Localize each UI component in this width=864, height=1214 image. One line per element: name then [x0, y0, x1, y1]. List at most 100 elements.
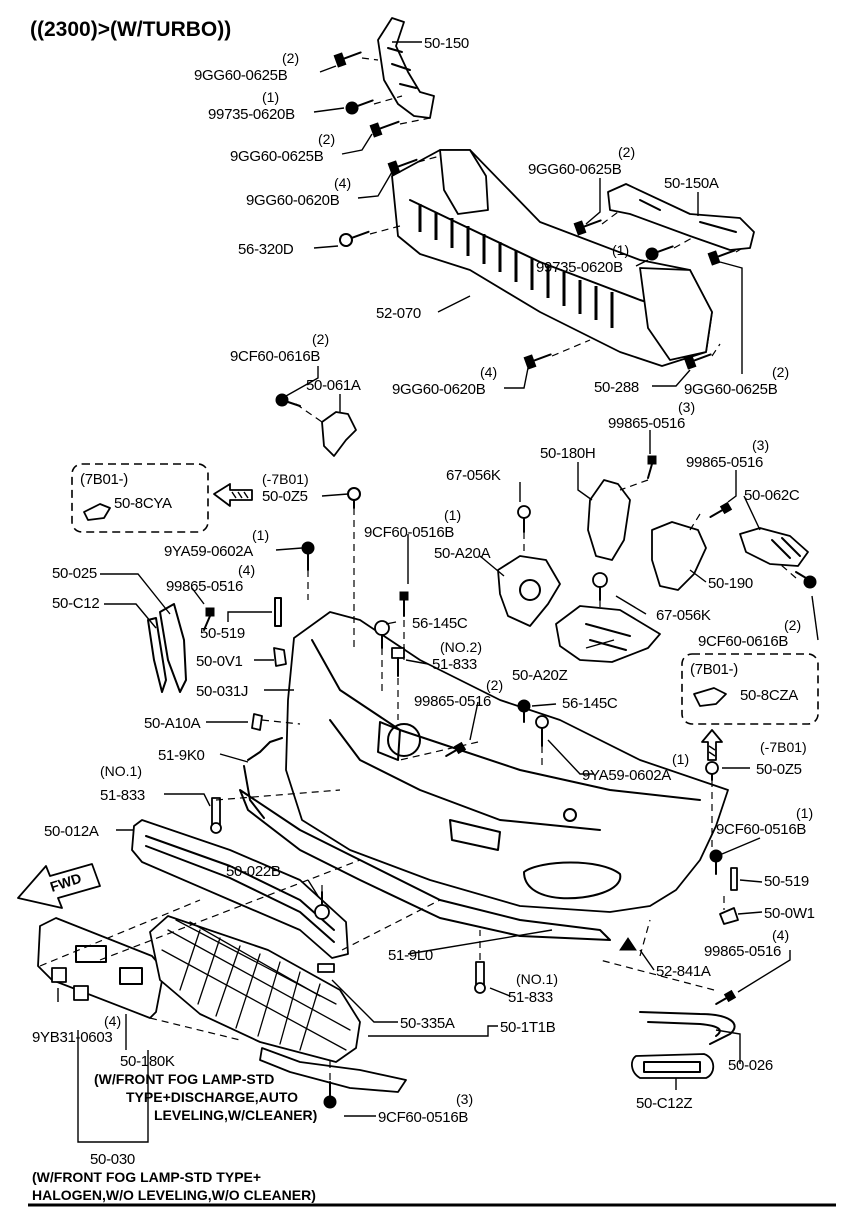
- lower-grille-1t1b-drawing: [149, 915, 407, 1093]
- callout-c59-part[interactable]: 50-180K: [120, 1053, 175, 1070]
- callout-c2-qty: (2): [282, 50, 299, 66]
- callout-c11-qty: (2): [312, 331, 329, 347]
- plate-180k-drawing: [37, 917, 165, 1019]
- callout-c44-part[interactable]: 50-0Z5: [756, 761, 802, 778]
- callout-c33-qty: (2): [784, 617, 801, 633]
- callout-c10-qty: (1): [612, 242, 629, 258]
- hatched-arrow-left-icon: [213, 483, 253, 507]
- callout-c18-part[interactable]: 67-056K: [446, 467, 501, 484]
- callout-c9-part[interactable]: 50-150A: [664, 175, 719, 192]
- callout-c15-qty: (2): [772, 364, 789, 380]
- splash-shield-a20a-drawing: [497, 555, 561, 627]
- callout-c48-part[interactable]: 50-022B: [226, 863, 281, 880]
- callout-c38-part[interactable]: 99865-0516: [414, 693, 491, 710]
- callout-c34-part[interactable]: 50-0V1: [196, 653, 243, 670]
- callout-c58-part[interactable]: 50-026: [728, 1057, 773, 1074]
- callout-c29-part[interactable]: 50-C12: [52, 595, 100, 612]
- bracket-062c-drawing: [739, 527, 809, 567]
- callout-c57-part[interactable]: 9YB31-0603: [32, 1029, 113, 1046]
- note-n2-line2: HALOGEN,W/O LEVELING,W/O CLEANER): [32, 1187, 316, 1203]
- callout-c47-part[interactable]: 9CF60-0516B: [716, 821, 807, 838]
- callout-c38-qty: (2): [486, 677, 503, 693]
- callout-c11-part[interactable]: 9CF60-0616B: [230, 348, 321, 365]
- callout-c45-qty: (NO.1): [100, 763, 142, 779]
- callout-c50-part[interactable]: 50-0W1: [764, 905, 815, 922]
- bezel-026-drawing: [639, 1011, 736, 1045]
- callout-c31-part[interactable]: 56-145C: [412, 615, 468, 632]
- callout-c6-part[interactable]: 56-320D: [238, 241, 294, 258]
- callout-c3-part[interactable]: 99735-0620B: [208, 106, 295, 123]
- callout-c24-part[interactable]: 9YA59-0602A: [164, 543, 254, 560]
- callout-c12-part[interactable]: 50-061A: [306, 377, 361, 394]
- callout-c55-part[interactable]: 50-335A: [400, 1015, 455, 1032]
- callout-c40-part[interactable]: 50-8CZA: [740, 687, 799, 704]
- callout-labels: 50-150 (2) 9GG60-0625B (1) 99735-0620B (…: [32, 35, 815, 1168]
- callout-c19-part[interactable]: 99865-0516: [686, 454, 763, 471]
- callout-c4-qty: (2): [318, 131, 335, 147]
- callout-c14-part[interactable]: 50-288: [594, 379, 639, 396]
- callout-c19-qty: (3): [752, 437, 769, 453]
- callout-c21-box: (7B01-): [80, 471, 128, 488]
- callout-c10-part[interactable]: 99735-0620B: [536, 259, 623, 276]
- callout-c2-part[interactable]: 9GG60-0625B: [194, 67, 288, 84]
- callout-c47-qty: (1): [796, 805, 813, 821]
- callout-c60-part[interactable]: 50-C12Z: [636, 1095, 693, 1112]
- callout-c28-part[interactable]: 99865-0516: [166, 578, 243, 595]
- callout-c13-qty: (4): [480, 364, 497, 380]
- bracket-right-drawing: [607, 183, 755, 251]
- callout-c1-part[interactable]: 50-150: [424, 35, 469, 52]
- callout-c22-part[interactable]: 50-0Z5: [262, 488, 308, 505]
- callout-c16-part[interactable]: 99865-0516: [608, 415, 685, 432]
- callout-c8-part[interactable]: 9GG60-0625B: [528, 161, 622, 178]
- callout-c45-part[interactable]: 51-833: [100, 787, 145, 804]
- callout-c56-part[interactable]: 50-1T1B: [500, 1019, 556, 1036]
- callout-c26-part[interactable]: 50-190: [708, 575, 753, 592]
- callout-c30-part[interactable]: 50-519: [200, 625, 245, 642]
- callout-c51-part[interactable]: 99865-0516: [704, 943, 781, 960]
- callout-c62-part[interactable]: 50-030: [90, 1151, 135, 1168]
- callout-c44-qty: (-7B01): [760, 739, 807, 755]
- note-n1-line1: (W/FRONT FOG LAMP-STD: [94, 1071, 274, 1087]
- inset-box-8cza: [681, 653, 819, 725]
- leader-lines: [57, 41, 819, 1143]
- callout-c27-part[interactable]: 50-025: [52, 565, 97, 582]
- callout-c4-part[interactable]: 9GG60-0625B: [230, 148, 324, 165]
- hatched-arrow-up-icon: [701, 729, 723, 761]
- callout-c21-part[interactable]: 50-8CYA: [114, 495, 172, 512]
- callout-c46-part[interactable]: 50-012A: [44, 823, 99, 840]
- callout-c15-part[interactable]: 9GG60-0625B: [684, 381, 778, 398]
- callout-c13-part[interactable]: 9GG60-0620B: [392, 381, 486, 398]
- callout-c49-part[interactable]: 50-519: [764, 873, 809, 890]
- forward-arrow-icon: FWD: [17, 863, 101, 909]
- callout-c53-part[interactable]: 52-841A: [656, 963, 711, 980]
- callout-c16-qty: (3): [678, 399, 695, 415]
- callout-c54-part[interactable]: 51-833: [508, 989, 553, 1006]
- callout-c5-part[interactable]: 9GG60-0620B: [246, 192, 340, 209]
- note-n2-line1: (W/FRONT FOG LAMP-STD TYPE+: [32, 1169, 261, 1185]
- callout-c61-qty: (3): [456, 1091, 473, 1107]
- callout-c39-part[interactable]: 56-145C: [562, 695, 618, 712]
- callout-c17-part[interactable]: 50-180H: [540, 445, 596, 462]
- callout-c41-part[interactable]: 50-A10A: [144, 715, 201, 732]
- callout-c52-part[interactable]: 51-9L0: [388, 947, 433, 964]
- note-n1-line2: TYPE+DISCHARGE,AUTO: [126, 1089, 298, 1105]
- callout-c20-part[interactable]: 50-062C: [744, 487, 800, 504]
- splash-shield-a20z-drawing: [555, 605, 661, 663]
- callout-c36-part[interactable]: 50-A20Z: [512, 667, 568, 684]
- note-n1-line3: LEVELING,W/CLEANER): [154, 1107, 317, 1123]
- callout-c23-part[interactable]: 9CF60-0516B: [364, 524, 455, 541]
- callout-c37-part[interactable]: 50-031J: [196, 683, 248, 700]
- callout-c57-qty: (4): [104, 1013, 121, 1029]
- callout-c43-qty: (1): [672, 751, 689, 767]
- callout-c32-part[interactable]: 67-056K: [656, 607, 711, 624]
- callout-c42-part[interactable]: 51-9K0: [158, 747, 205, 764]
- callout-c35-part[interactable]: 51-833: [432, 656, 477, 673]
- callout-c33-part[interactable]: 9CF60-0616B: [698, 633, 789, 650]
- callout-c61-part[interactable]: 9CF60-0516B: [378, 1109, 469, 1126]
- callout-c25-part[interactable]: 50-A20A: [434, 545, 491, 562]
- fasteners: [203, 51, 817, 1109]
- molding-9k0-drawing: [243, 737, 283, 819]
- callout-c7-part[interactable]: 52-070: [376, 305, 421, 322]
- callout-c43-part[interactable]: 9YA59-0602A: [582, 767, 672, 784]
